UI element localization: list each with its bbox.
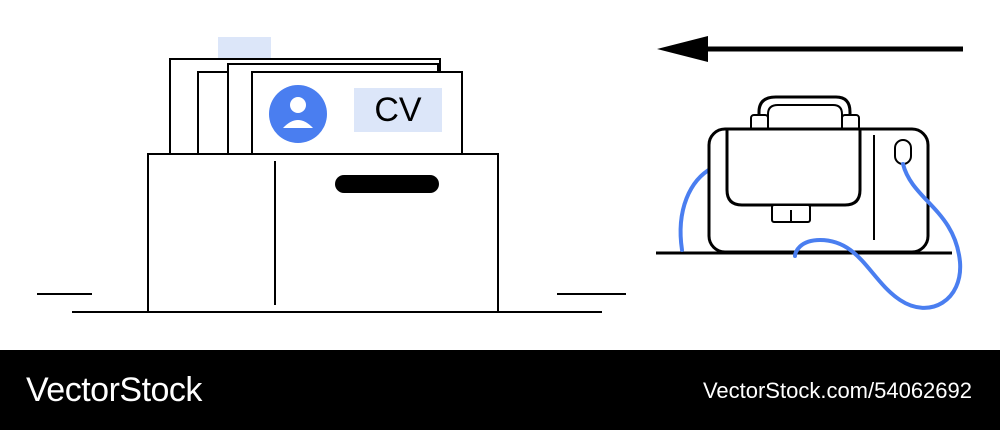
brand-name: VectorStock <box>26 371 202 409</box>
cv-label-background <box>354 88 442 132</box>
user-icon <box>269 85 327 143</box>
illustration: CV <box>37 36 963 313</box>
briefcase-icon <box>656 95 963 310</box>
stock-id: VectorStock.com/54062692 <box>702 378 972 403</box>
cv-label: CV <box>374 91 422 129</box>
footer-bar: VectorStock VectorStock.com/54062692 <box>0 350 1000 430</box>
box-handle <box>335 175 439 193</box>
arrow-left-icon <box>657 36 963 62</box>
folder-tab <box>218 37 271 59</box>
file-box-icon: CV <box>147 37 499 313</box>
file-box <box>147 153 499 313</box>
bag-strap <box>678 166 714 252</box>
